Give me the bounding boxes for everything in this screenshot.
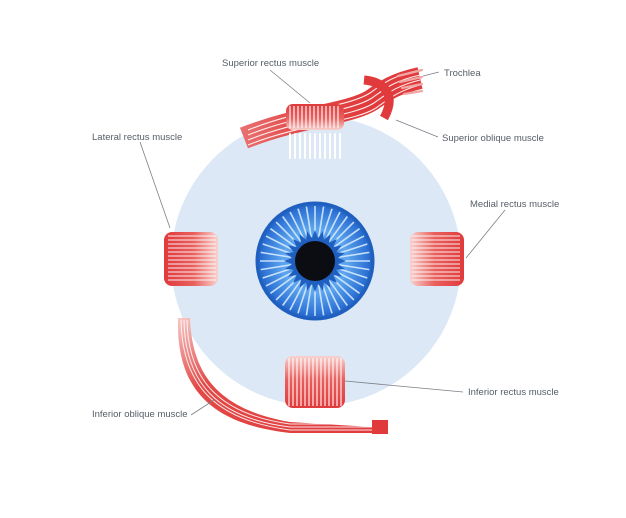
label-inferior-rectus: Inferior rectus muscle bbox=[468, 387, 559, 398]
superior-rectus-muscle bbox=[286, 104, 344, 159]
label-inferior-oblique: Inferior oblique muscle bbox=[92, 409, 188, 420]
leader-line-superior-rectus bbox=[269, 69, 311, 104]
inferior-rectus-muscle bbox=[285, 356, 345, 408]
leader-line-lateral-rectus bbox=[139, 141, 171, 229]
inferior-oblique-muscle bbox=[177, 318, 388, 434]
label-medial-rectus: Medial rectus muscle bbox=[470, 199, 559, 210]
medial-rectus-muscle bbox=[410, 232, 464, 286]
pupil bbox=[295, 241, 335, 281]
leader-line-inferior-rectus bbox=[344, 380, 464, 393]
lateral-rectus-muscle bbox=[164, 232, 218, 286]
label-superior-oblique: Superior oblique muscle bbox=[442, 133, 544, 144]
leader-line-medial-rectus bbox=[465, 209, 506, 259]
leader-line-inferior-oblique bbox=[190, 399, 215, 416]
leader-line-superior-oblique bbox=[395, 119, 439, 138]
label-superior-rectus: Superior rectus muscle bbox=[222, 58, 319, 69]
label-trochlea: Trochlea bbox=[444, 68, 481, 79]
leader-line-trochlea bbox=[422, 71, 440, 77]
label-lateral-rectus: Lateral rectus muscle bbox=[92, 132, 182, 143]
